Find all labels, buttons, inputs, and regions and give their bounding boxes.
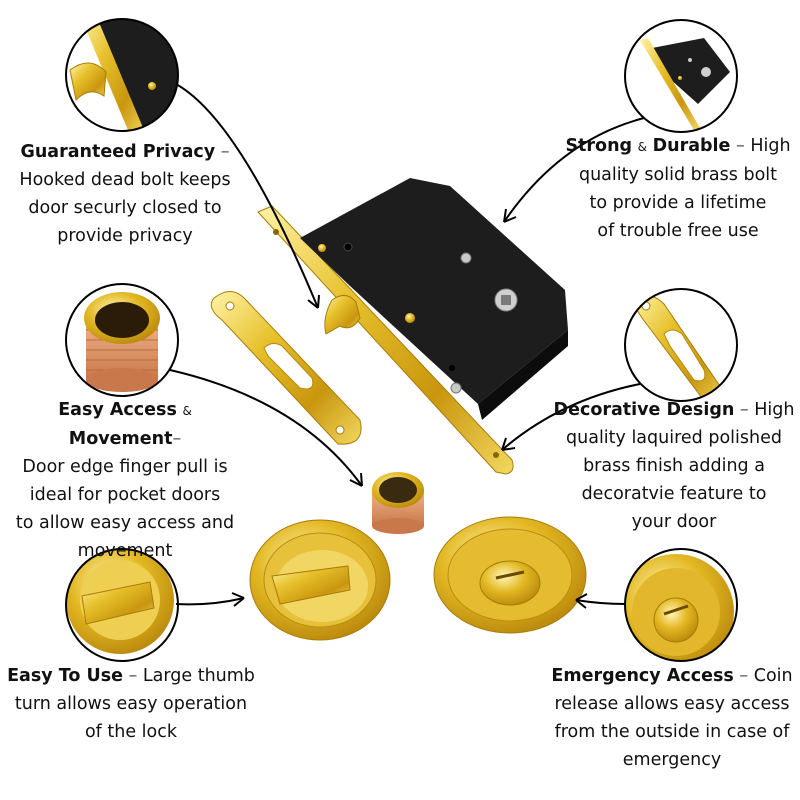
coin-release-zoom-icon <box>624 548 738 662</box>
arrow-decorative <box>501 383 641 451</box>
strike-plate-zoom-icon <box>624 288 738 402</box>
callout-line: your door <box>631 512 717 532</box>
callout-line: of trouble free use <box>597 221 759 241</box>
arrow-strong <box>503 117 645 223</box>
callout-line: movement <box>77 541 173 561</box>
arrow-privacy <box>175 83 319 309</box>
callout-line: Door edge finger pull is <box>22 457 228 477</box>
thumb-turn-zoom-icon <box>65 548 179 662</box>
callout-line: door securly closed to <box>28 198 222 218</box>
callout-easy-access: Easy Access & Movement– Door edge finger… <box>0 396 250 565</box>
lock-body-zoom-icon <box>624 19 738 133</box>
callout-line: of the lock <box>84 722 178 742</box>
callout-line: release allows easy access <box>554 694 790 714</box>
callout-line: decoratvie feature to <box>581 484 767 504</box>
callout-line: provide privacy <box>57 226 193 246</box>
callout-easy-to-use: Easy To Use – Large thumb turn allows ea… <box>0 662 262 746</box>
callout-title: Easy To Use <box>7 666 123 686</box>
callout-title: Easy Access <box>58 400 177 420</box>
callout-line: to allow easy access and <box>15 513 235 533</box>
callout-decorative-design: Decorative Design – High quality laquire… <box>548 396 800 536</box>
callout-title: Guaranteed Privacy <box>20 142 216 162</box>
finger-pull-zoom-icon <box>65 283 179 397</box>
arrow-access <box>169 369 363 487</box>
edge-finger-pull <box>372 472 424 534</box>
callout-line: brass finish adding a <box>583 456 765 476</box>
callout-line: turn allows easy operation <box>14 694 248 714</box>
callout-title: Strong <box>565 136 633 156</box>
hook-bolt-zoom-icon <box>65 18 179 132</box>
mortice-lock-body <box>257 178 568 475</box>
callout-strong-durable: Strong & Durable – High quality solid br… <box>556 132 800 245</box>
arrow-emergency <box>575 599 627 605</box>
callout-guaranteed-privacy: Guaranteed Privacy – Hooked dead bolt ke… <box>0 138 250 250</box>
arrow-easy-use <box>175 597 245 606</box>
strike-plate <box>210 291 362 445</box>
callout-line: to provide a lifetime <box>589 193 767 213</box>
pointer-arrows <box>169 83 645 609</box>
callout-line: quality laquired polished <box>566 428 782 448</box>
callout-title: Decorative Design <box>553 400 735 420</box>
callout-line: emergency <box>622 750 722 770</box>
callout-emergency-access: Emergency Access – Coin release allows e… <box>544 662 800 774</box>
callout-line: from the outside in case of <box>554 722 790 742</box>
callout-line: ideal for pocket doors <box>29 485 221 505</box>
coin-release-flush-handle <box>433 516 587 634</box>
callout-title: Emergency Access <box>551 666 734 686</box>
callout-line: Hooked dead bolt keeps <box>19 170 231 190</box>
callout-line: quality solid brass bolt <box>578 165 777 185</box>
thumb-turn-flush-handle <box>249 519 391 641</box>
